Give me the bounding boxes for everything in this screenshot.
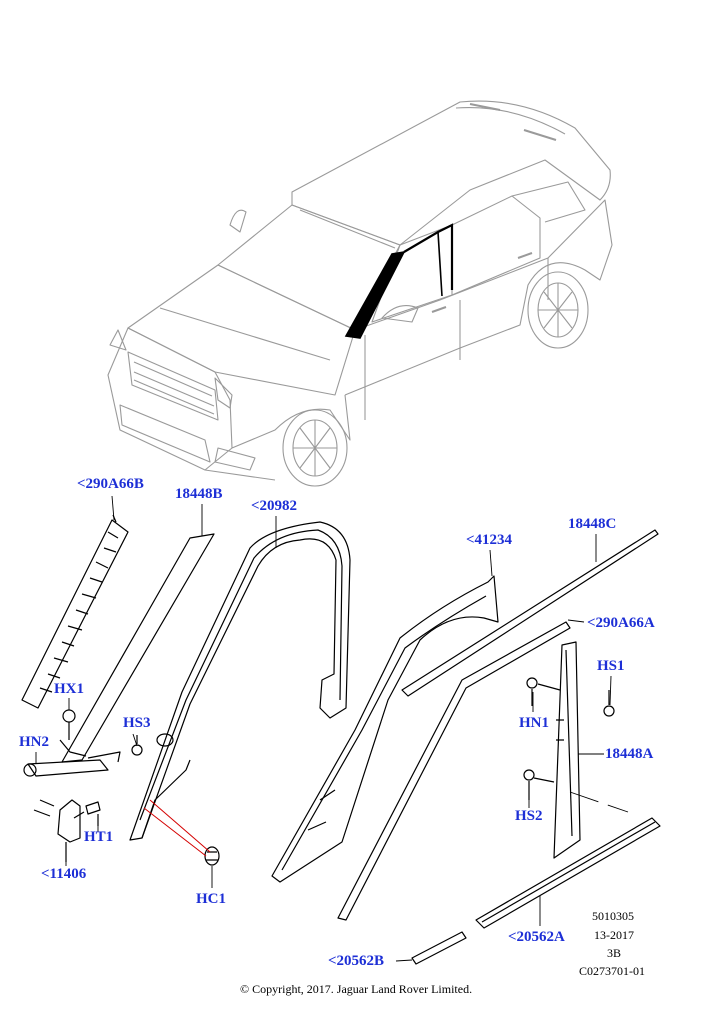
part-20982-seal[interactable] <box>129 521 351 841</box>
label-11406[interactable]: <11406 <box>41 866 87 882</box>
part-11406-bracket[interactable] <box>33 799 85 862</box>
part-18448C-trim[interactable] <box>401 529 659 697</box>
label-18448A[interactable]: 18448A <box>605 746 654 762</box>
label-HS2[interactable]: HS2 <box>515 808 543 824</box>
label-290A66B[interactable]: <290A66B <box>77 476 144 492</box>
leader-lines <box>35 495 629 962</box>
vehicle-illustration <box>107 100 613 487</box>
label-20982[interactable]: <20982 <box>251 498 298 514</box>
label-HT1[interactable]: HT1 <box>84 829 114 845</box>
label-HN2[interactable]: HN2 <box>19 734 49 750</box>
screw-HT1[interactable] <box>85 801 101 826</box>
label-18448C[interactable]: 18448C <box>568 516 617 532</box>
label-20562A[interactable]: <20562A <box>508 929 565 945</box>
label-18448B[interactable]: 18448B <box>175 486 223 502</box>
bracket-HN2[interactable] <box>23 751 121 777</box>
clip-HX1[interactable] <box>62 709 76 740</box>
label-290A66A[interactable]: <290A66A <box>587 615 655 631</box>
label-41234[interactable]: <41234 <box>466 532 513 548</box>
reference-code-2: 13-2017 <box>594 928 634 942</box>
part-41234-frame[interactable] <box>271 575 499 883</box>
label-HS1[interactable]: HS1 <box>597 658 625 674</box>
part-290A66B-strip[interactable] <box>21 514 129 709</box>
fastener-HN1[interactable] <box>526 677 561 706</box>
label-HN1[interactable]: HN1 <box>519 715 549 731</box>
label-20562B[interactable]: <20562B <box>328 953 385 969</box>
copyright-text: © Copyright, 2017. Jaguar Land Rover Lim… <box>240 982 473 996</box>
part-18448A-trim[interactable] <box>553 641 581 859</box>
label-HX1[interactable]: HX1 <box>54 681 84 697</box>
vehicle-highlight-pillar <box>344 223 454 339</box>
fastener-HS2[interactable] <box>523 769 555 800</box>
clip-HC1[interactable] <box>204 846 220 866</box>
part-20562A-strip[interactable] <box>475 817 661 929</box>
reference-code-3: 3B <box>607 946 622 960</box>
reference-code-4: C0273701-01 <box>579 964 645 978</box>
part-290A66A-seal[interactable] <box>337 621 571 921</box>
highlight-leaders <box>143 799 211 857</box>
fastener-HS1[interactable] <box>603 690 615 717</box>
label-HS3[interactable]: HS3 <box>123 715 151 731</box>
label-HC1[interactable]: HC1 <box>196 891 226 907</box>
parts-group <box>21 514 661 965</box>
part-20562B-strip[interactable] <box>411 931 467 965</box>
reference-code-1: 5010305 <box>592 909 634 923</box>
part-18448B-trim[interactable] <box>59 533 215 763</box>
